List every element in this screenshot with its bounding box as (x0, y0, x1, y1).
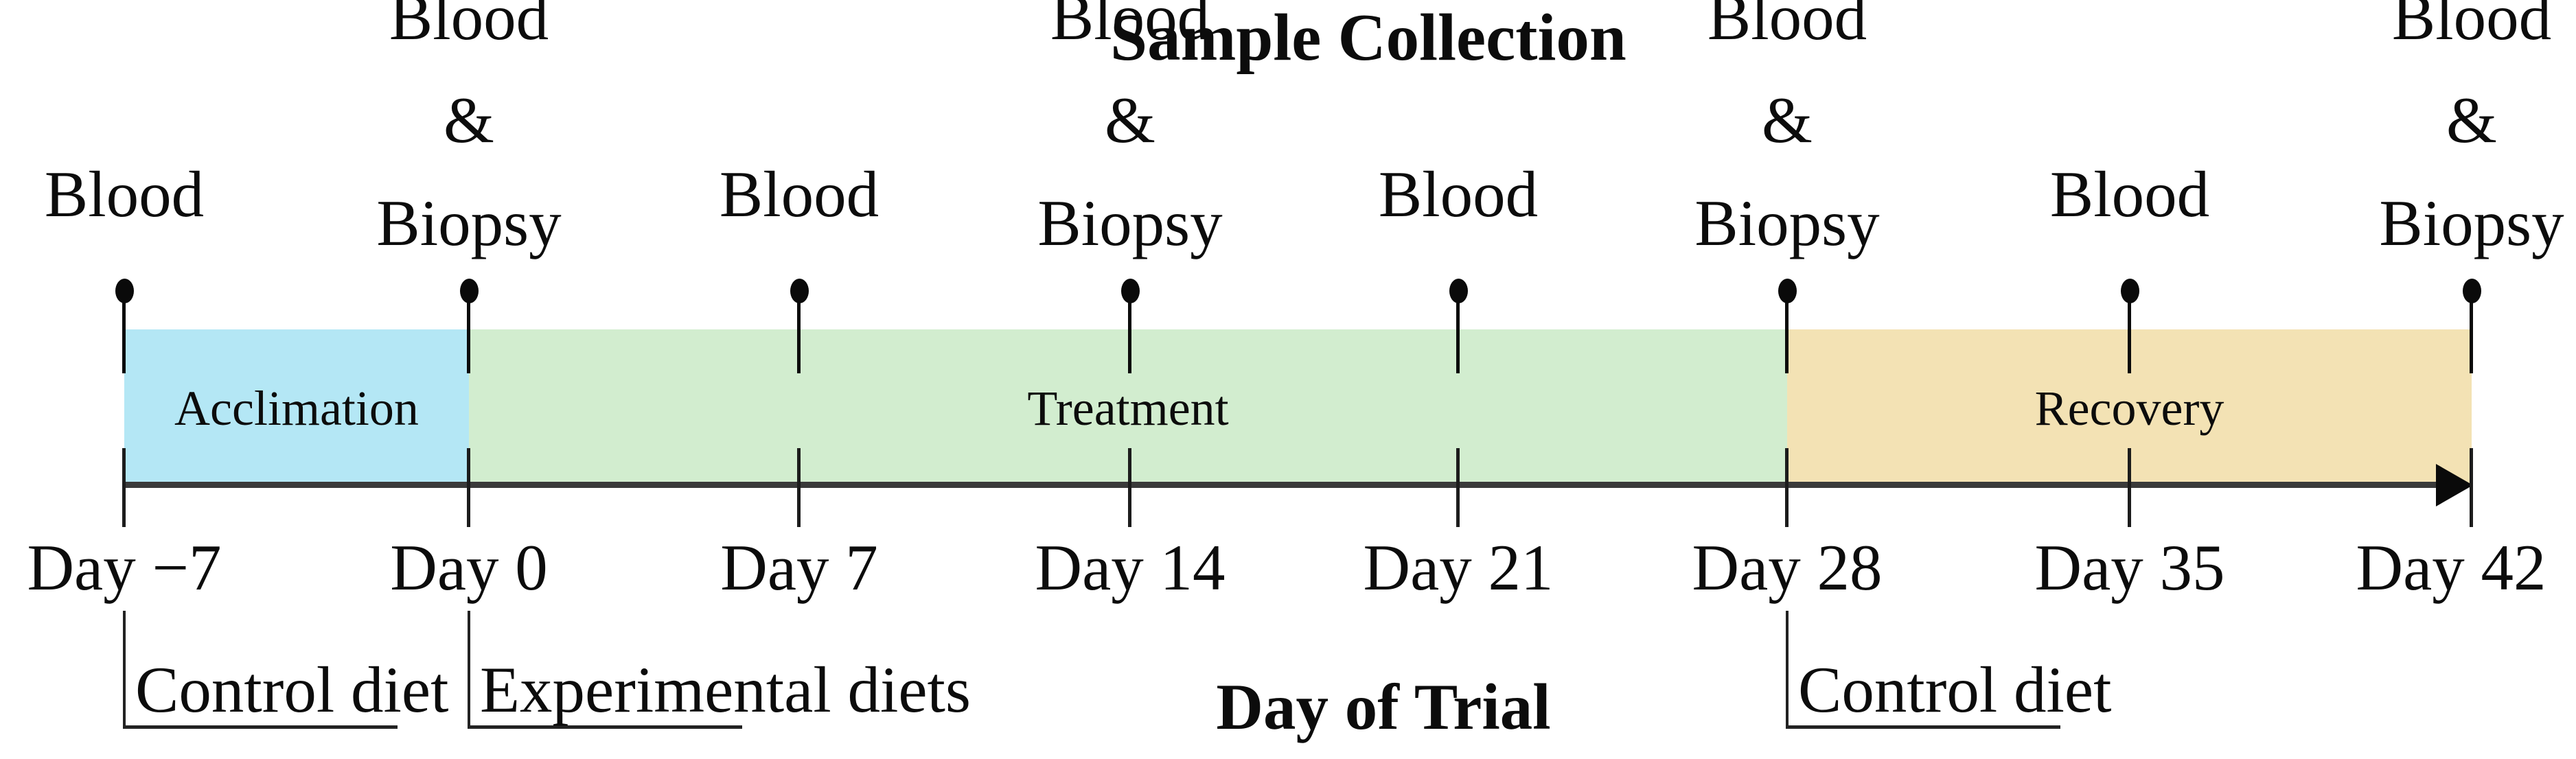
day-tick-label: Day 14 (1035, 531, 1226, 604)
phase-label: Acclimation (174, 381, 419, 436)
phase-band-acclimation: Acclimation (124, 329, 469, 485)
day-tick-label: Day 21 (1363, 531, 1554, 604)
bracket-underline (468, 725, 742, 729)
bracket-line (1786, 611, 1789, 729)
sample-type-label: Blood (719, 158, 879, 231)
bracket-underline (1786, 725, 2060, 729)
diagram-title: Sample Collection (1110, 1, 1626, 74)
axis-tick (467, 448, 470, 527)
day-tick-label: Day −7 (27, 531, 222, 604)
sample-point-dot-icon (2121, 279, 2139, 303)
sample-pin-stem (1128, 301, 1131, 373)
timeline-arrowhead-icon (2436, 464, 2473, 506)
axis-title: Day of Trial (1216, 670, 1551, 743)
sample-point-dot-icon (460, 279, 479, 303)
diet-label: Control diet (1798, 653, 2112, 726)
sample-pin-stem (2470, 301, 2473, 373)
timeline-axis-line (122, 482, 2441, 488)
diet-label: Control diet (135, 653, 449, 726)
sample-point-dot-icon (115, 279, 134, 303)
sample-pin-stem (797, 301, 801, 373)
axis-tick (1785, 448, 1789, 527)
sample-type-label: Blood (2049, 158, 2210, 231)
sample-point-dot-icon (1121, 279, 1140, 303)
day-tick-label: Day 42 (2356, 531, 2546, 604)
day-tick-label: Day 7 (720, 531, 878, 604)
sample-type-label: Blood & Biopsy (376, 0, 562, 259)
sample-type-label: Blood & Biopsy (1037, 0, 1223, 259)
sample-type-label: Blood & Biopsy (2379, 0, 2564, 259)
sample-point-dot-icon (790, 279, 809, 303)
axis-tick (1128, 448, 1131, 527)
bracket-line (468, 611, 470, 729)
day-tick-label: Day 0 (390, 531, 548, 604)
axis-tick (1456, 448, 1460, 527)
sample-pin-stem (122, 301, 126, 373)
diet-label: Experimental diets (480, 653, 971, 726)
day-tick-label: Day 28 (1692, 531, 1883, 604)
sample-type-label: Blood & Biopsy (1694, 0, 1880, 259)
sample-type-label: Blood (44, 158, 205, 231)
sample-type-label: Blood (1378, 158, 1539, 231)
phase-label: Recovery (2034, 381, 2224, 436)
phase-label: Treatment (1027, 381, 1229, 436)
sample-point-dot-icon (1449, 279, 1468, 303)
sample-pin-stem (1785, 301, 1789, 373)
axis-tick (797, 448, 801, 527)
bracket-underline (123, 725, 398, 729)
sample-pin-stem (1456, 301, 1460, 373)
axis-tick (122, 448, 126, 527)
bracket-line (123, 611, 126, 729)
axis-tick (2470, 448, 2473, 527)
sample-pin-stem (2128, 301, 2131, 373)
day-tick-label: Day 35 (2034, 531, 2225, 604)
sample-point-dot-icon (1778, 279, 1797, 303)
axis-tick (2128, 448, 2131, 527)
sample-pin-stem (467, 301, 470, 373)
sample-point-dot-icon (2463, 279, 2481, 303)
